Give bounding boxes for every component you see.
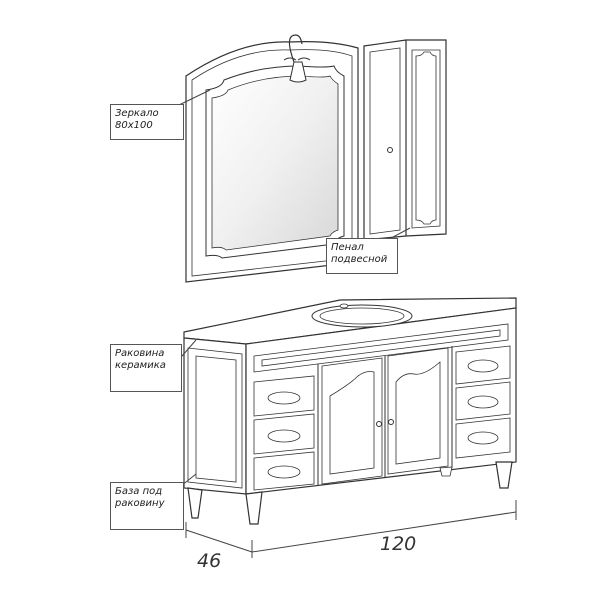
base-label: База под раковину	[110, 482, 184, 530]
sink-basin	[311, 303, 413, 328]
mirror-label: Зеркало 80х100	[110, 104, 184, 140]
cabinet-label: Пенал подвесной	[326, 238, 398, 274]
hanging-cabinet	[363, 39, 447, 241]
depth-dimension: 46	[197, 550, 222, 572]
mirror	[185, 34, 359, 283]
sink-label: Раковина керамика	[110, 344, 182, 392]
dimension-lines	[185, 500, 517, 558]
vanity-base	[183, 297, 517, 525]
width-dimension: 120	[380, 533, 417, 555]
